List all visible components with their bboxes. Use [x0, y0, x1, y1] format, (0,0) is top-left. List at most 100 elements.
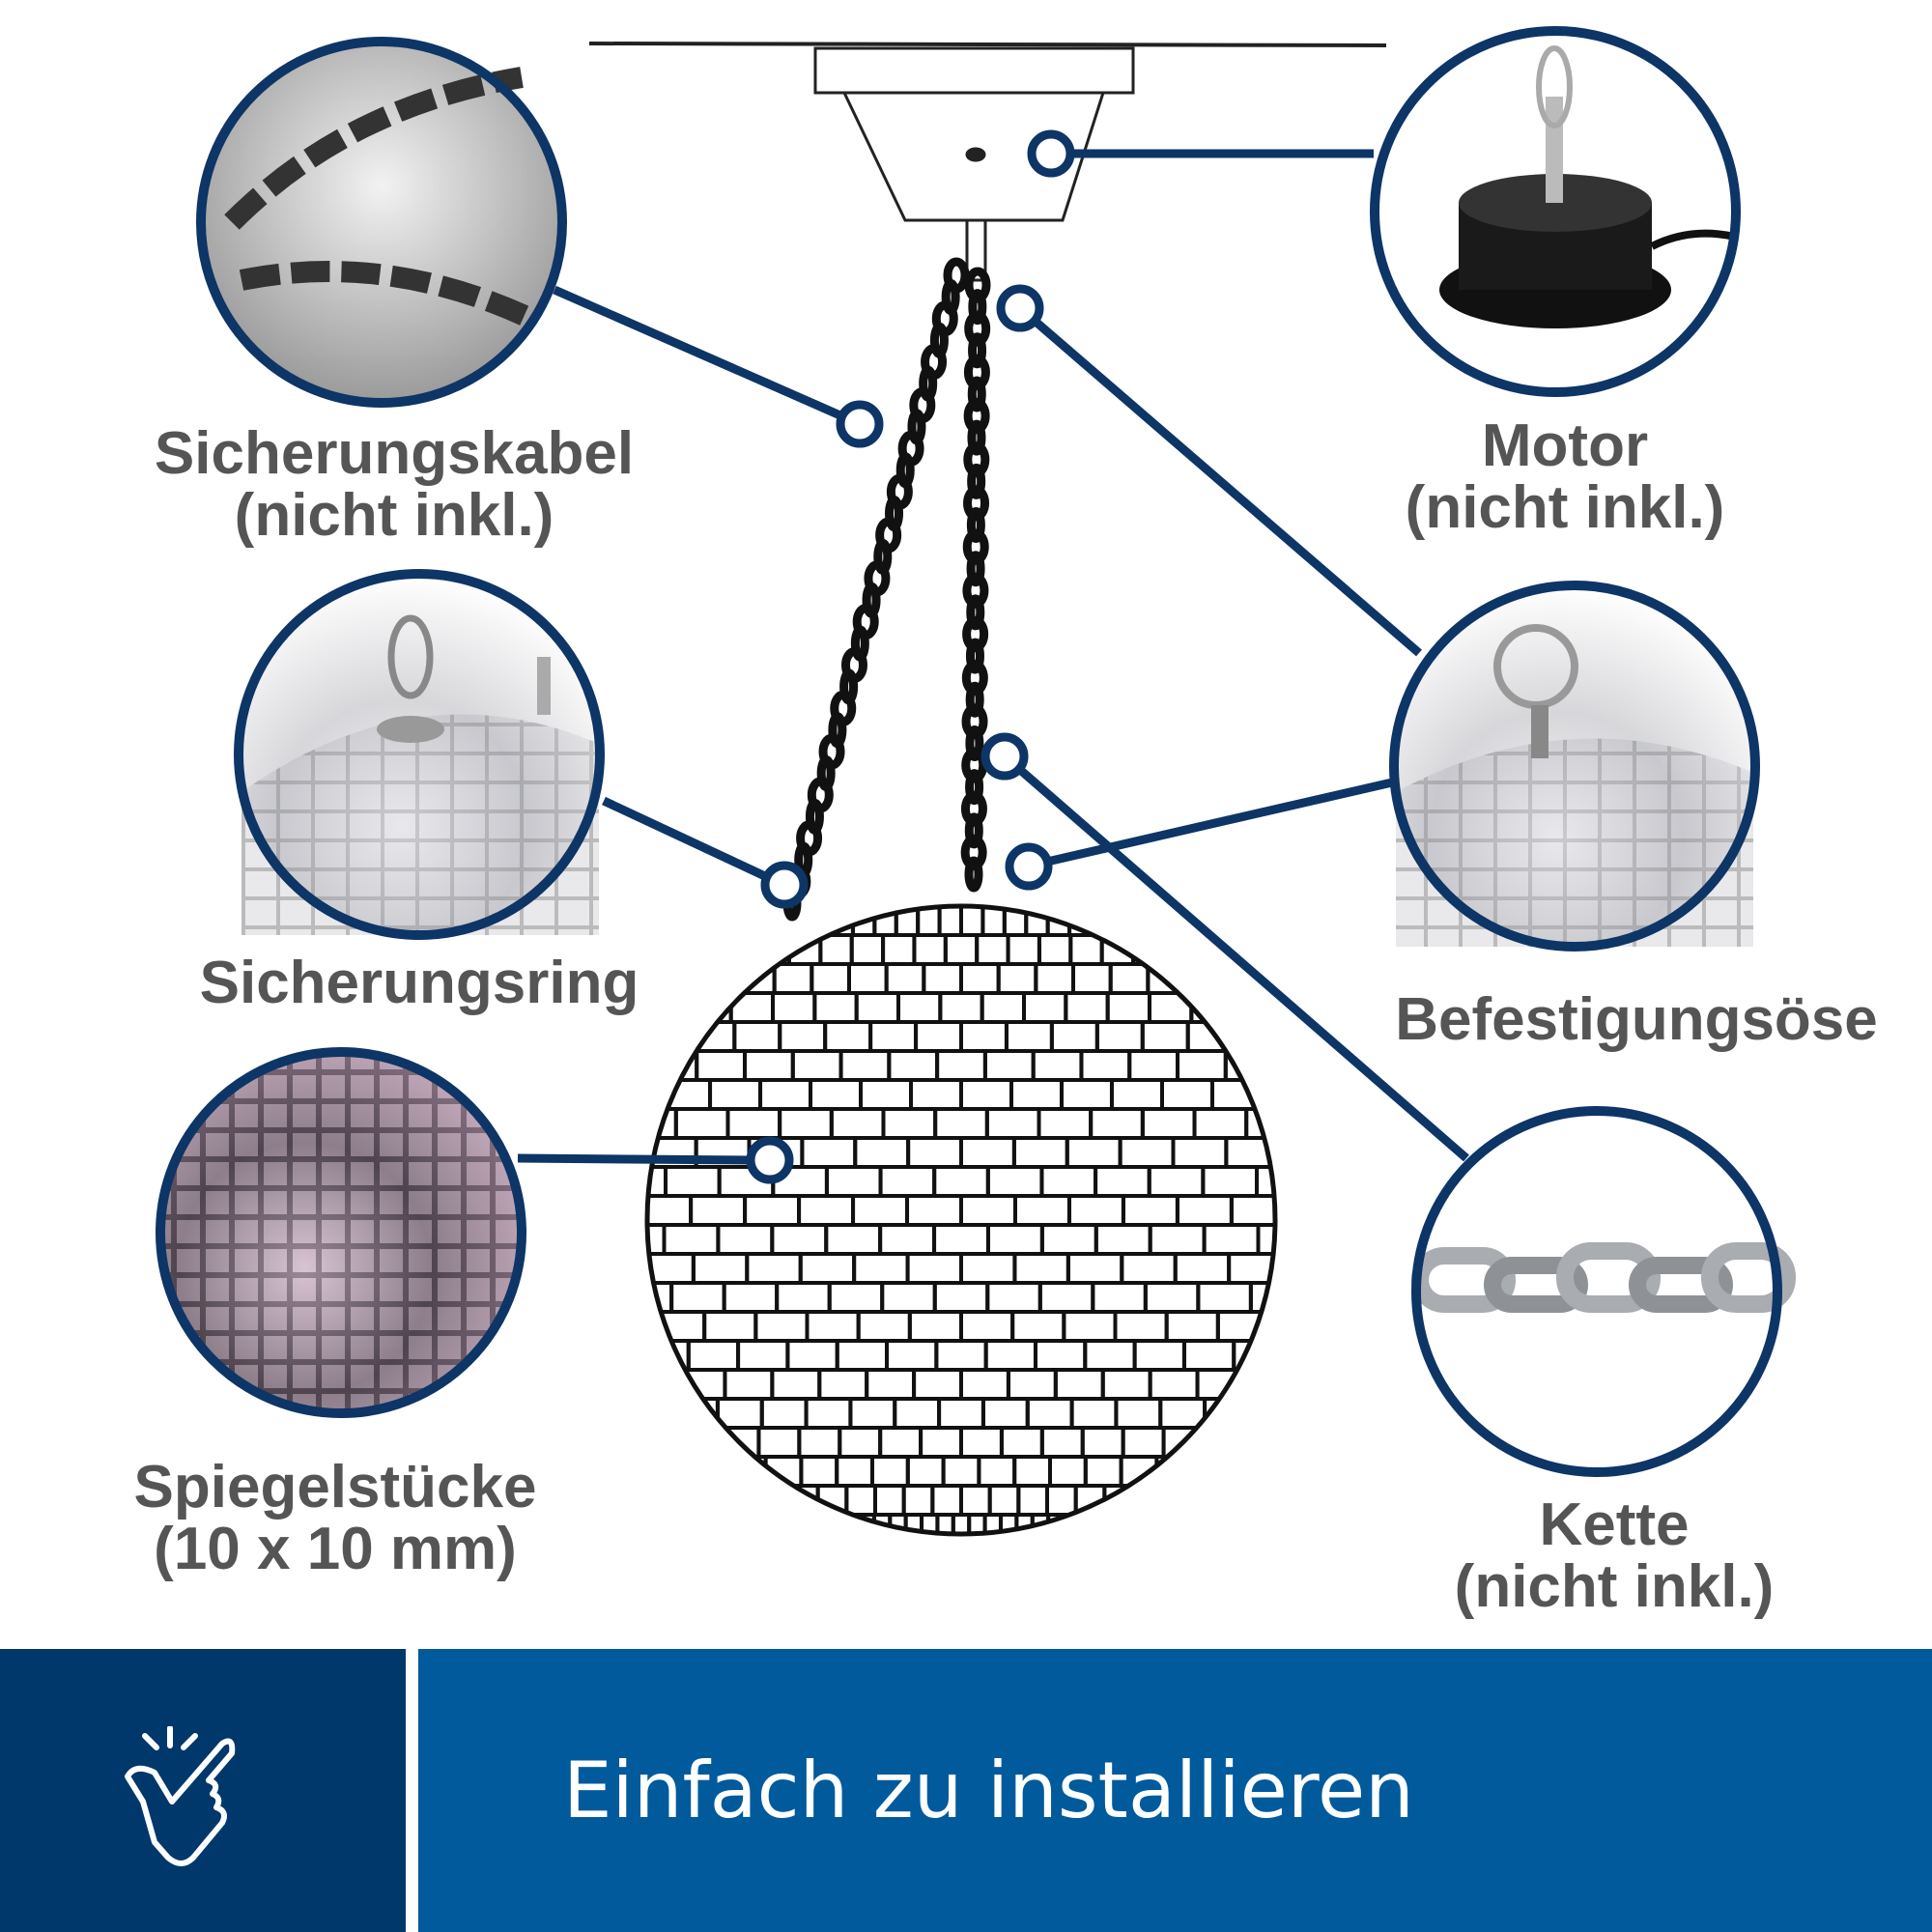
label-title: Spiegelstücke: [133, 1454, 537, 1520]
mirror-tile: [660, 962, 702, 995]
chain-link: [966, 594, 985, 631]
banner-icon-panel: [0, 1649, 406, 1932]
mirror-tile: [1252, 1513, 1272, 1534]
mirror-tile: [1218, 906, 1245, 937]
mirror-tile: [1094, 1513, 1114, 1534]
mirror-tile: [559, 1080, 610, 1109]
mirror-tile: [452, 1399, 497, 1428]
mirror-tile: [1188, 1513, 1209, 1534]
mirror-tile: [475, 1428, 516, 1457]
mirror-tile: [647, 1049, 651, 1082]
mirror-tile: [1153, 906, 1180, 937]
chain-link: [965, 681, 984, 718]
mirror-tile: [647, 1426, 680, 1459]
mirror-tile: [541, 1399, 585, 1428]
mirror-tile: [647, 1020, 692, 1053]
mirror-tile: [1279, 1138, 1332, 1167]
mirror-tile: [693, 933, 729, 966]
mirror-tile: [521, 1109, 573, 1138]
mirror-tile: [647, 1484, 677, 1517]
label-safety-ring: Sicherungsring: [200, 952, 639, 1014]
mirror-tile: [597, 1428, 638, 1457]
mirror-tile: [1246, 1397, 1275, 1430]
mirror-tile: [1236, 1513, 1257, 1534]
mirror-tile: [1231, 1020, 1275, 1053]
mirror-tile: [1062, 1513, 1082, 1534]
mirror-tile: [1173, 1513, 1193, 1534]
mirror-tile: [840, 1513, 861, 1534]
mirror-tile: [693, 1455, 732, 1488]
mirror-tile: [700, 1484, 734, 1517]
mirror-tile: [1284, 1341, 1333, 1370]
chain-link: [965, 638, 984, 674]
mirror-tile: [1242, 1426, 1275, 1459]
chain-link: [966, 551, 985, 587]
mirror-tile: [1261, 1455, 1275, 1488]
mirror-tile: [1254, 1165, 1275, 1198]
mirror-tile: [662, 933, 697, 966]
label-title: Sicherungskabel: [154, 420, 635, 487]
mirror-tile: [1267, 1513, 1275, 1534]
mirror-tile: [1274, 1484, 1275, 1517]
mirror-tile: [808, 906, 834, 937]
callout-lines: [517, 149, 1469, 1165]
mirror-tile: [1271, 1049, 1275, 1082]
mirror-tile: [1202, 1426, 1247, 1459]
mirror-tile: [724, 933, 760, 966]
mirror-tile: [556, 1428, 597, 1457]
chain-link: [964, 812, 983, 849]
chain-drawing: [782, 257, 991, 922]
mirror-tile: [553, 1051, 601, 1080]
mirror-tile: [1188, 1484, 1222, 1517]
mirror-pieces-photo: [156, 1047, 526, 1418]
mirror-tile: [456, 1051, 504, 1080]
mirror-tile: [824, 1513, 845, 1534]
motor-photo: [1370, 26, 1741, 397]
mirror-tile: [1231, 991, 1275, 1024]
mirror-tile: [1205, 1513, 1225, 1534]
mirror-tile: [1245, 1484, 1275, 1517]
chain-link: [968, 289, 987, 326]
mirror-tile: [514, 1283, 567, 1312]
mirror-tile: [572, 1109, 624, 1138]
disco-ball-drawing: [452, 903, 1336, 1537]
mounting-eye-photo: [1389, 581, 1760, 952]
label-mounting-eye: Befestigungsöse: [1395, 989, 1878, 1051]
chain-photo: [1411, 1106, 1796, 1477]
mirror-tile: [554, 1022, 599, 1051]
safety-ring-photo: [234, 569, 605, 940]
mirror-tile: [672, 1484, 705, 1517]
mirror-tile: [582, 1196, 637, 1225]
chain-link: [967, 376, 986, 412]
mirror-tile: [675, 1426, 721, 1459]
mirror-tile: [1110, 906, 1137, 937]
callout-dots: [746, 129, 1075, 1184]
mirror-tile: [657, 1455, 697, 1488]
mirror-tile: [697, 962, 739, 995]
mirror-tile: [1089, 906, 1115, 937]
mirror-tile: [516, 1428, 556, 1457]
mirror-tile: [528, 1196, 582, 1225]
mirror-tile: [1262, 906, 1275, 937]
mirror-tile: [540, 1341, 589, 1370]
mirror-tile: [1283, 1254, 1336, 1283]
mirror-tile: [777, 1513, 797, 1534]
safety-cable-photo: [196, 37, 567, 408]
mirror-tile: [508, 1022, 554, 1051]
label-motor: Motor (nicht inkl.): [1406, 415, 1725, 539]
mirror-tile: [533, 1254, 586, 1283]
mirror-tile: [556, 1225, 611, 1254]
chain-link: [964, 856, 983, 893]
mirror-tile: [598, 1022, 643, 1051]
mirror-tile: [1260, 1078, 1275, 1111]
mirror-tile: [1226, 1455, 1265, 1488]
mirror-tile: [647, 1368, 680, 1401]
mirror-tile: [1183, 962, 1225, 995]
mirror-tile: [1131, 1484, 1164, 1517]
banner-text: Einfach zu installieren: [563, 1746, 1414, 1835]
mirror-tile: [1190, 1455, 1230, 1488]
mirror-tile: [1242, 1368, 1275, 1401]
mirror-tile: [589, 1341, 639, 1370]
